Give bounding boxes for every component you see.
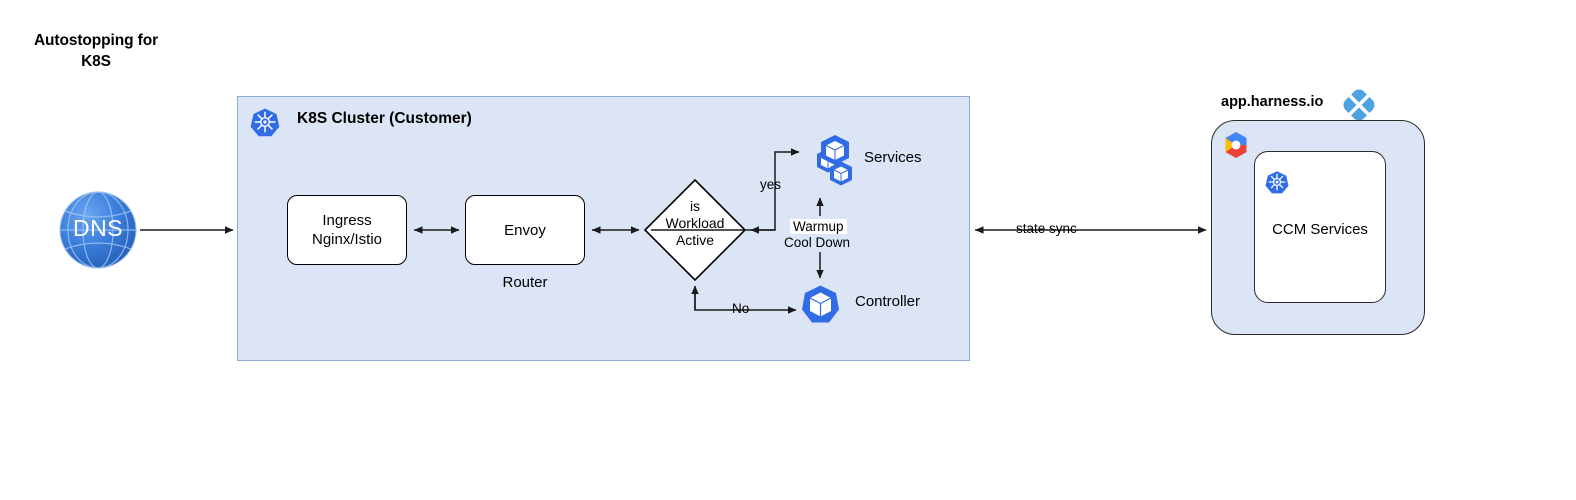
controller-label: Controller (855, 293, 921, 310)
harness-logo-icon (1342, 88, 1376, 122)
k8s-cluster-title: K8S Cluster (Customer) (297, 110, 472, 127)
edge-label-state-sync: state sync (1016, 221, 1077, 236)
kubernetes-icon (250, 107, 280, 137)
kubernetes-icon (1265, 170, 1289, 194)
kubernetes-pod-icon (800, 284, 841, 325)
edge-label-warmup: Warmup (790, 219, 847, 234)
google-cloud-icon (1221, 130, 1251, 160)
harness-title: app.harness.io (1221, 94, 1324, 110)
edge-label-cooldown: Cool Down (784, 235, 851, 250)
kubernetes-services-icon (803, 134, 865, 196)
ccm-services-label: CCM Services (1272, 221, 1368, 238)
globe-icon (59, 191, 137, 269)
edge-label-no: No (732, 301, 750, 316)
envoy-node: Envoy (465, 195, 585, 265)
ingress-node: Ingress Nginx/Istio (287, 195, 407, 265)
decision-node-label: is Workload Active (665, 198, 725, 248)
page-title-line1: Autostopping for (33, 32, 159, 49)
page-title-line2: K8S (81, 53, 111, 70)
router-caption: Router (502, 274, 548, 291)
edge-label-yes: yes (760, 177, 782, 192)
page-title: Autostopping for K8S (16, 30, 176, 72)
services-label: Services (864, 149, 922, 166)
dns-label: DNS (72, 215, 124, 241)
